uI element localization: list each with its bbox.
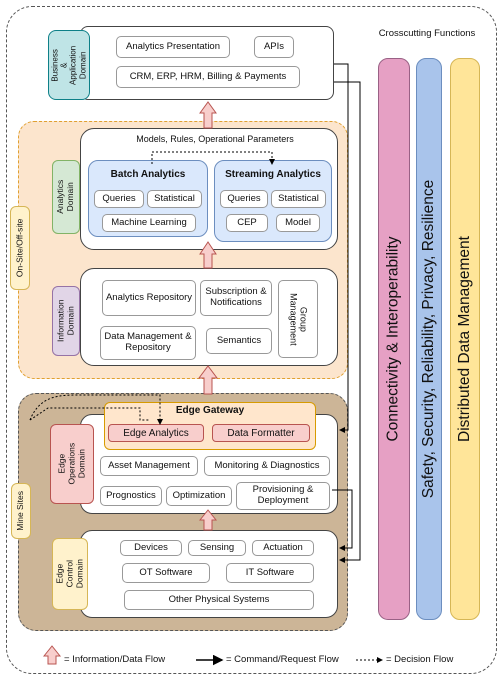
- data-management-box: Data Management & Repository: [100, 326, 196, 360]
- info-flow-arrow: [198, 509, 218, 531]
- decision-flow-line: [29, 151, 275, 425]
- other-physical-systems-box: Other Physical Systems: [124, 590, 314, 610]
- actuation-box: Actuation: [252, 540, 314, 556]
- business-domain-label: Business & Application Domain: [48, 30, 90, 100]
- batch-statistical-box: Statistical: [147, 190, 202, 208]
- monitoring-diagnostics-box: Monitoring & Diagnostics: [204, 456, 330, 476]
- model-box: Model: [276, 214, 320, 232]
- edge-analytics-box: Edge Analytics: [108, 424, 204, 442]
- sensing-box: Sensing: [188, 540, 246, 556]
- provisioning-deployment-box: Provisioning & Deployment: [236, 482, 330, 510]
- edge-gateway-title: Edge Gateway: [175, 405, 245, 416]
- mine-zone-label: Mine Sites: [11, 483, 31, 539]
- streaming-analytics-title: Streaming Analytics: [225, 169, 321, 180]
- streaming-statistical-box: Statistical: [271, 190, 326, 208]
- streaming-queries-box: Queries: [220, 190, 268, 208]
- analytics-domain-label: Analytics Domain: [52, 160, 80, 234]
- legend-info-flow-glyph: [42, 645, 62, 665]
- batch-analytics-title: Batch Analytics: [110, 169, 186, 180]
- optimization-box: Optimization: [166, 486, 232, 506]
- connectivity-pillar: Connectivity & Interoperability: [378, 58, 410, 620]
- info-flow-arrow: [199, 101, 217, 129]
- edge-operations-domain-label: Edge Operations Domain: [50, 424, 94, 504]
- analytics-presentation-box: Analytics Presentation: [116, 36, 230, 58]
- crosscutting-title: Crosscutting Functions: [378, 28, 476, 39]
- onsite-zone-label: On-Site/Off-site: [10, 206, 30, 290]
- legend-info-flow: = Information/Data Flow: [64, 654, 166, 665]
- asset-management-box: Asset Management: [100, 456, 198, 476]
- safety-security-pillar: Safety, Security, Reliability, Privacy, …: [416, 58, 442, 620]
- apis-box: APIs: [254, 36, 294, 58]
- info-flow-arrow: [198, 365, 218, 395]
- it-software-box: IT Software: [226, 563, 314, 583]
- outer-boundary: [6, 6, 497, 674]
- data-formatter-box: Data Formatter: [212, 424, 310, 442]
- legend-command-flow: = Command/Request Flow: [226, 654, 339, 665]
- cep-box: CEP: [226, 214, 268, 232]
- distributed-data-pillar: Distributed Data Management: [450, 58, 480, 620]
- crm-erp-box: CRM, ERP, HRM, Billing & Payments: [116, 66, 300, 88]
- command-flow-line: [332, 63, 361, 563]
- devices-box: Devices: [120, 540, 182, 556]
- legend-decision-flow: = Decision Flow: [386, 654, 454, 665]
- subscription-notifications-box: Subscription & Notifications: [200, 280, 272, 316]
- models-rules-header: Models, Rules, Operational Parameters: [136, 134, 294, 144]
- analytics-repository-box: Analytics Repository: [102, 280, 196, 316]
- edge-control-domain-label: Edge Control Domain: [52, 538, 88, 610]
- group-management-box: Group Management: [278, 280, 318, 358]
- info-flow-arrow: [199, 241, 217, 269]
- prognostics-box: Prognostics: [100, 486, 162, 506]
- machine-learning-box: Machine Learning: [102, 214, 196, 232]
- ot-software-box: OT Software: [122, 563, 210, 583]
- information-domain-label: Information Domain: [52, 286, 80, 356]
- batch-queries-box: Queries: [94, 190, 144, 208]
- semantics-box: Semantics: [206, 328, 272, 354]
